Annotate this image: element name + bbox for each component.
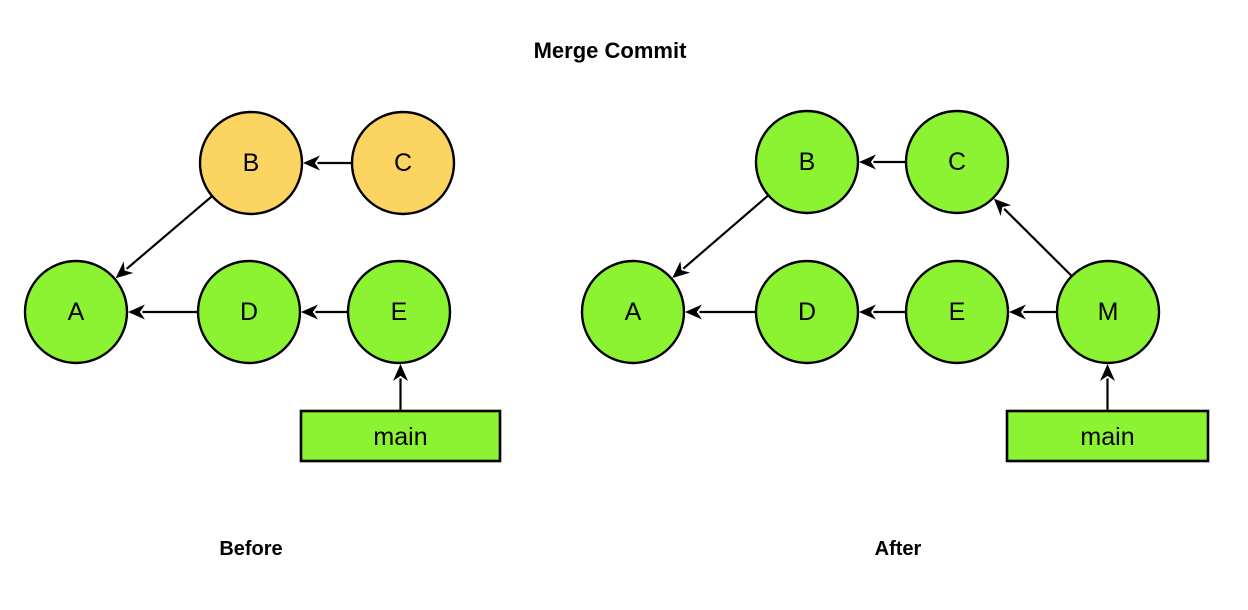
- commit-node-e[interactable]: E: [904, 259, 1010, 365]
- branch-pointer-before: [393, 364, 408, 411]
- branch-box: [299, 409, 502, 463]
- panel-caption-after: After: [875, 538, 922, 560]
- commit-label: E: [391, 298, 408, 326]
- edge-M-to-C: [993, 198, 1072, 277]
- edge-M-to-E: [1009, 304, 1056, 320]
- commit-circle: [1055, 259, 1161, 365]
- edge-D-to-A: [685, 304, 755, 320]
- branch-name: main: [1080, 423, 1134, 451]
- edge-layer: [115, 155, 408, 411]
- edge-D-to-A: [128, 304, 197, 320]
- commit-circle: [580, 259, 686, 365]
- commit-label: A: [625, 298, 642, 326]
- commit-node-c[interactable]: C: [350, 110, 456, 216]
- commit-circle: [23, 259, 129, 365]
- commit-node-a[interactable]: A: [23, 259, 129, 365]
- edge-C-to-B: [303, 155, 351, 171]
- edge-layer: [672, 154, 1115, 411]
- commit-circle: [904, 259, 1010, 365]
- edge-B-to-A: [672, 195, 769, 279]
- node-layer: A B C D E: [23, 110, 456, 365]
- commit-circle: [198, 110, 304, 216]
- node-layer: A B C D E M: [580, 109, 1161, 365]
- commit-label: B: [799, 148, 816, 176]
- commit-label: C: [394, 149, 412, 177]
- commit-circle: [754, 109, 860, 215]
- commit-circle: [904, 109, 1010, 215]
- commit-node-d[interactable]: D: [196, 259, 302, 365]
- panel-caption-before: Before: [219, 538, 282, 560]
- commit-circle: [346, 259, 452, 365]
- commit-node-c[interactable]: C: [904, 109, 1010, 215]
- branch-name: main: [373, 423, 427, 451]
- commit-node-b[interactable]: B: [754, 109, 860, 215]
- commit-node-d[interactable]: D: [754, 259, 860, 365]
- branch-pointer-after: [1100, 364, 1115, 411]
- edge-B-to-A: [115, 195, 213, 279]
- commit-label: A: [68, 298, 85, 326]
- commit-label: D: [798, 298, 816, 326]
- commit-label: D: [240, 298, 258, 326]
- edge-E-to-D: [859, 304, 905, 320]
- commit-node-m[interactable]: M: [1055, 259, 1161, 365]
- commit-label: M: [1098, 298, 1119, 326]
- commit-circle: [754, 259, 860, 365]
- edge-E-to-D: [301, 304, 347, 320]
- commit-node-b[interactable]: B: [198, 110, 304, 216]
- commit-circle: [196, 259, 302, 365]
- diagram-title: Merge Commit: [534, 38, 687, 63]
- branch-label-before[interactable]: main: [299, 409, 502, 463]
- branch-box: [1005, 409, 1210, 463]
- edge-C-to-B: [859, 154, 905, 170]
- commit-circle: [350, 110, 456, 216]
- commit-label: B: [243, 149, 260, 177]
- commit-label: E: [949, 298, 966, 326]
- branch-label-after[interactable]: main: [1005, 409, 1210, 463]
- commit-node-a[interactable]: A: [580, 259, 686, 365]
- commit-node-e[interactable]: E: [346, 259, 452, 365]
- commit-label: C: [948, 148, 966, 176]
